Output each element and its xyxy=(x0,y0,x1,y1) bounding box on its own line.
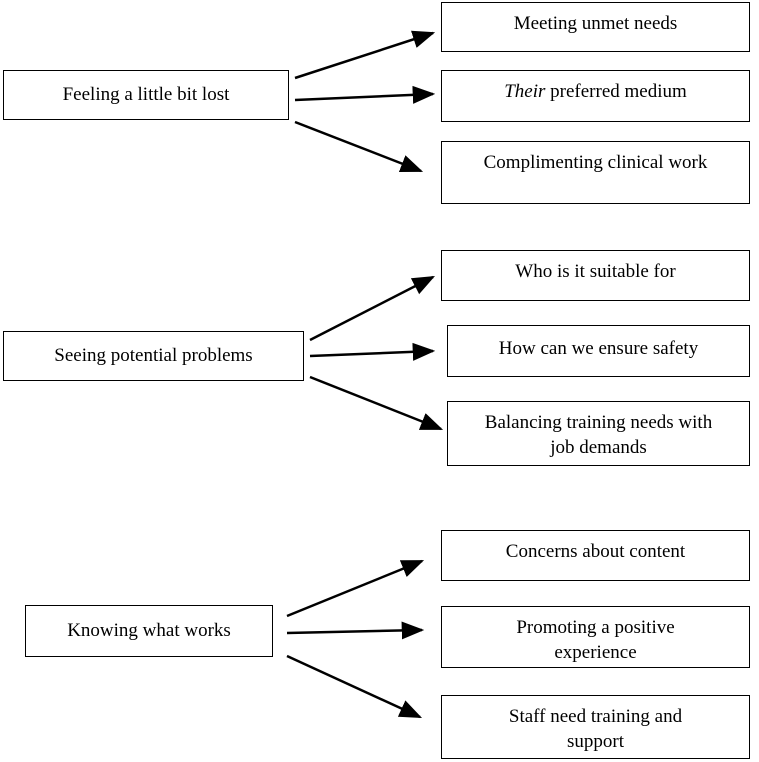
subtheme-box-2-3: Balancing training needs with job demand… xyxy=(447,401,750,466)
subtheme-label: Who is it suitable for xyxy=(515,261,676,282)
theme-label: Feeling a little bit lost xyxy=(62,84,230,105)
subtheme-box-2-1: Who is it suitable for xyxy=(441,250,750,301)
arrow-2-1 xyxy=(309,275,436,342)
subtheme-label-line1: Balancing training needs with xyxy=(484,412,713,433)
subtheme-label-line2: experience xyxy=(554,642,637,663)
subtheme-box-2-2: How can we ensure safety xyxy=(447,325,750,377)
arrow-1-1 xyxy=(294,30,436,80)
subtheme-label: How can we ensure safety xyxy=(498,338,699,359)
subtheme-label-line1: Promoting a positive xyxy=(516,617,675,638)
arrow-2-2 xyxy=(309,342,436,361)
subtheme-box-3-1: Concerns about content xyxy=(441,530,750,581)
subtheme-box-1-1: Meeting unmet needs xyxy=(441,2,750,52)
subtheme-label-line2: job demands xyxy=(550,437,647,458)
subtheme-label: preferred medium xyxy=(545,81,687,102)
subtheme-box-3-2: Promoting a positive experience xyxy=(441,606,750,668)
subtheme-label-emphasis: Their xyxy=(504,81,546,102)
theme-label: Seeing potential problems xyxy=(54,345,253,366)
arrow-3-2 xyxy=(286,621,425,640)
arrow-1-2 xyxy=(294,85,436,104)
arrow-1-3 xyxy=(294,120,424,173)
theme-box-2: Seeing potential problems xyxy=(3,331,304,381)
subtheme-label: Concerns about content xyxy=(505,541,686,562)
arrow-2-3 xyxy=(309,375,444,431)
subtheme-label: Meeting unmet needs xyxy=(513,13,678,34)
arrow-3-3 xyxy=(286,654,423,719)
theme-box-3: Knowing what works xyxy=(25,605,273,657)
subtheme-box-1-2: Their preferred medium xyxy=(441,70,750,122)
subtheme-box-1-3: Complimenting clinical work xyxy=(441,141,750,204)
subtheme-label-line2: support xyxy=(567,731,624,752)
subtheme-box-3-3: Staff need training and support xyxy=(441,695,750,759)
subtheme-label: Complimenting clinical work xyxy=(483,152,708,173)
theme-box-1: Feeling a little bit lost xyxy=(3,70,289,120)
subtheme-label-line1: Staff need training and xyxy=(508,706,683,727)
theme-label: Knowing what works xyxy=(67,620,231,641)
arrow-3-1 xyxy=(286,559,425,618)
